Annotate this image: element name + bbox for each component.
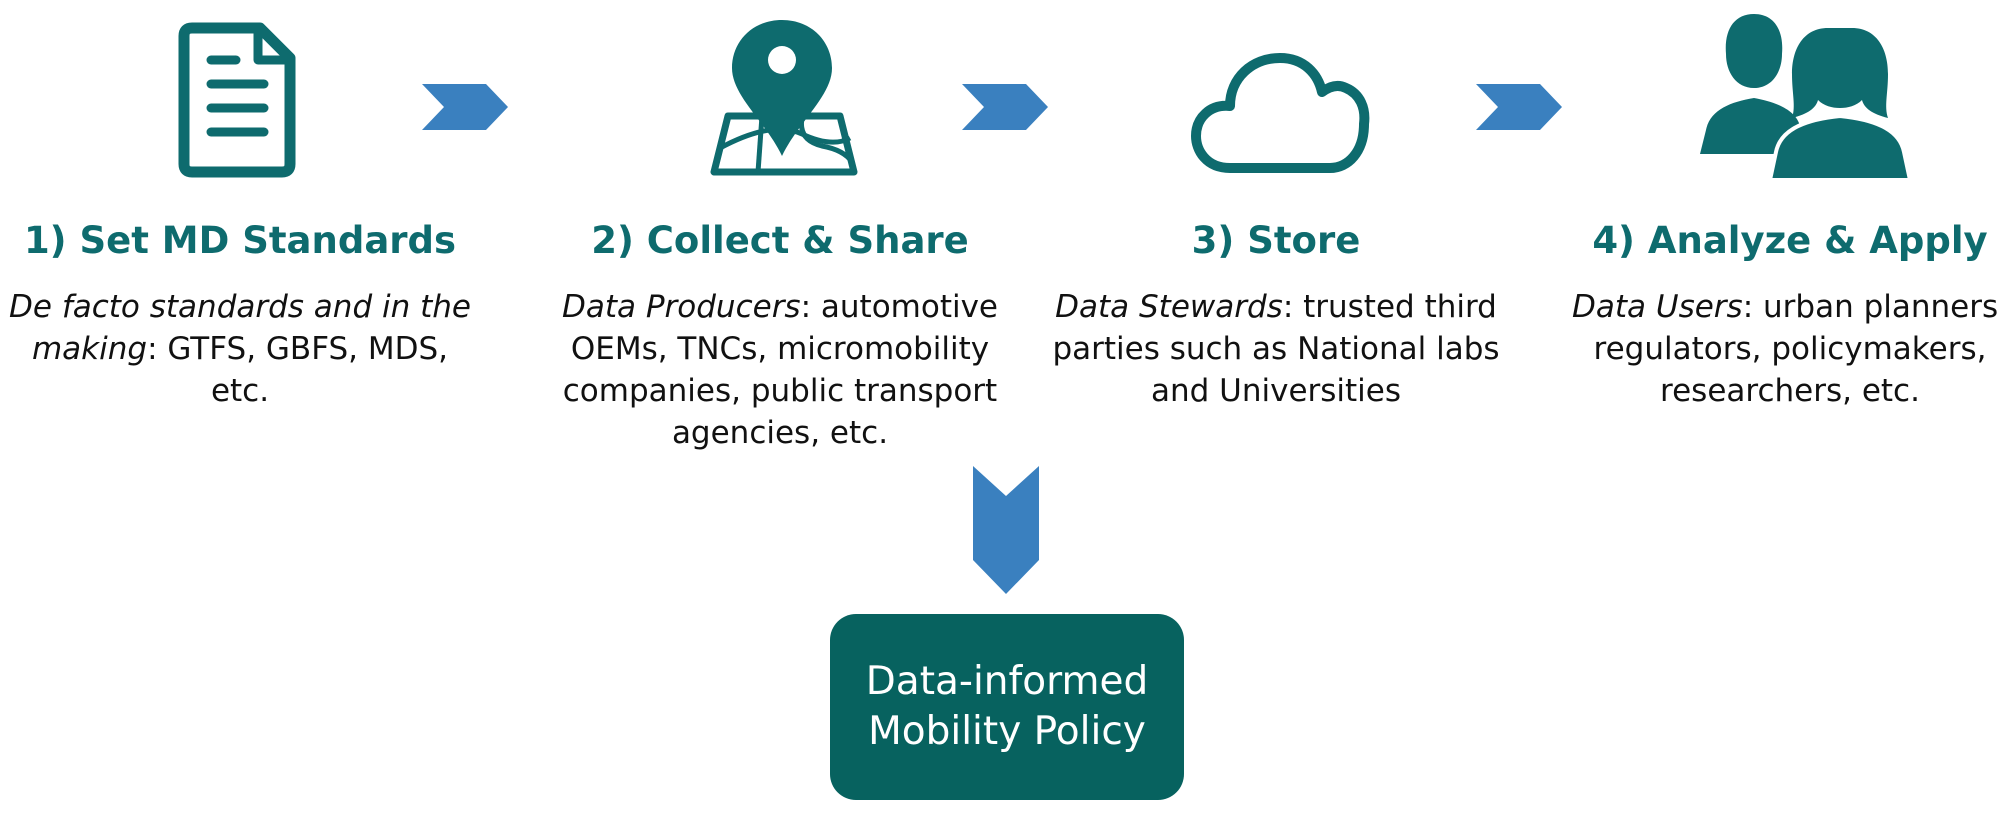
stage-2-desc-emphasis: Data Producers [561, 289, 801, 325]
stage-1-desc-text: : GTFS, GBFS, MDS, etc. [147, 331, 449, 409]
chevron-right-icon-3 [1476, 84, 1562, 134]
stage-4-desc-text: : urban planners, regulators, policymake… [1593, 289, 2000, 409]
stage-4-desc-emphasis: Data Users [1572, 289, 1743, 325]
stage-3-title: 3) Store [1191, 219, 1361, 262]
stage-1-description: De facto standards and in the making: GT… [5, 286, 475, 412]
stage-4-description: Data Users: urban planners, regulators, … [1555, 286, 2000, 412]
map-pin-icon [702, 16, 867, 178]
stage-1-desc-emphasis: De facto standards and in the making [9, 289, 471, 367]
policy-outcome-box: Data-informed Mobility Policy [830, 614, 1184, 800]
arrow-down-icon [973, 466, 1039, 598]
stage-3-desc-emphasis: Data Stewards [1055, 289, 1283, 325]
chevron-right-icon-2 [962, 84, 1048, 134]
document-icon [178, 22, 296, 178]
policy-outcome-line-2: Mobility Policy [868, 709, 1146, 754]
stage-2-desc-text: : automotive OEMs, TNCs, micromobility c… [562, 289, 999, 451]
policy-outcome-text: Data-informed Mobility Policy [866, 657, 1148, 757]
chevron-right-icon-1 [422, 84, 508, 134]
policy-outcome-line-1: Data-informed [865, 659, 1149, 704]
stage-3-desc-text: : trusted third parties such as National… [1052, 289, 1500, 409]
stage-2-description: Data Producers: automotive OEMs, TNCs, m… [545, 286, 1015, 454]
users-icon [1700, 14, 1914, 182]
stage-1-title: 1) Set MD Standards [23, 219, 457, 262]
stage-2-title: 2) Collect & Share [591, 219, 969, 262]
cloud-icon [1190, 52, 1370, 176]
stage-3-description: Data Stewards: trusted third parties suc… [1041, 286, 1511, 412]
stage-4-title: 4) Analyze & Apply [1592, 219, 1988, 262]
